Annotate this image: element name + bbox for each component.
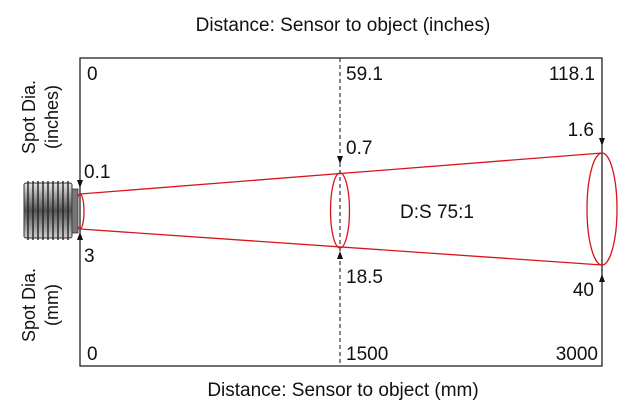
beam-cone bbox=[75, 152, 618, 266]
spot-mm-start: 3 bbox=[84, 246, 95, 267]
arrow-start-top bbox=[77, 180, 83, 188]
distance-mm-0: 0 bbox=[87, 344, 98, 365]
arrow-mid-top bbox=[337, 156, 343, 164]
distance-inches-0: 0 bbox=[87, 64, 98, 85]
beam-lower-edge bbox=[79, 228, 603, 266]
spot-ellipse-mid bbox=[329, 172, 351, 249]
bottom-axis-title: Distance: Sensor to object (mm) bbox=[207, 380, 478, 401]
spot-inches-end: 1.6 bbox=[568, 120, 594, 141]
spot-ellipse-end bbox=[586, 152, 618, 266]
side-label-mm-line1: Spot Dia. bbox=[19, 268, 39, 342]
side-label-mm-line2: (mm) bbox=[42, 284, 62, 326]
sensor-icon bbox=[23, 181, 79, 240]
side-label-inches-line1: Spot Dia. bbox=[19, 80, 39, 154]
distance-mm-mid: 1500 bbox=[346, 344, 388, 365]
spot-mm-end: 40 bbox=[573, 280, 594, 301]
arrow-end-bottom bbox=[599, 274, 605, 282]
arrow-mid-bottom bbox=[337, 251, 343, 259]
side-label-inches-line2: (inches) bbox=[42, 85, 62, 149]
spot-inches-mid: 0.7 bbox=[346, 138, 372, 159]
spot-inches-start: 0.1 bbox=[84, 162, 110, 183]
side-label-mm: Spot Dia. (mm) bbox=[19, 268, 62, 342]
ratio-label: D:S 75:1 bbox=[400, 202, 474, 223]
side-label-inches: Spot Dia. (inches) bbox=[19, 80, 62, 154]
arrow-end-top bbox=[599, 138, 605, 146]
spot-mm-mid: 18.5 bbox=[346, 267, 383, 288]
distance-mm-end: 3000 bbox=[556, 344, 598, 365]
top-axis-title: Distance: Sensor to object (inches) bbox=[196, 15, 491, 36]
diagram-frame bbox=[79, 57, 603, 367]
arrow-start-bottom bbox=[77, 232, 83, 240]
distance-inches-mid: 59.1 bbox=[346, 64, 383, 85]
distance-inches-end: 118.1 bbox=[549, 64, 595, 85]
